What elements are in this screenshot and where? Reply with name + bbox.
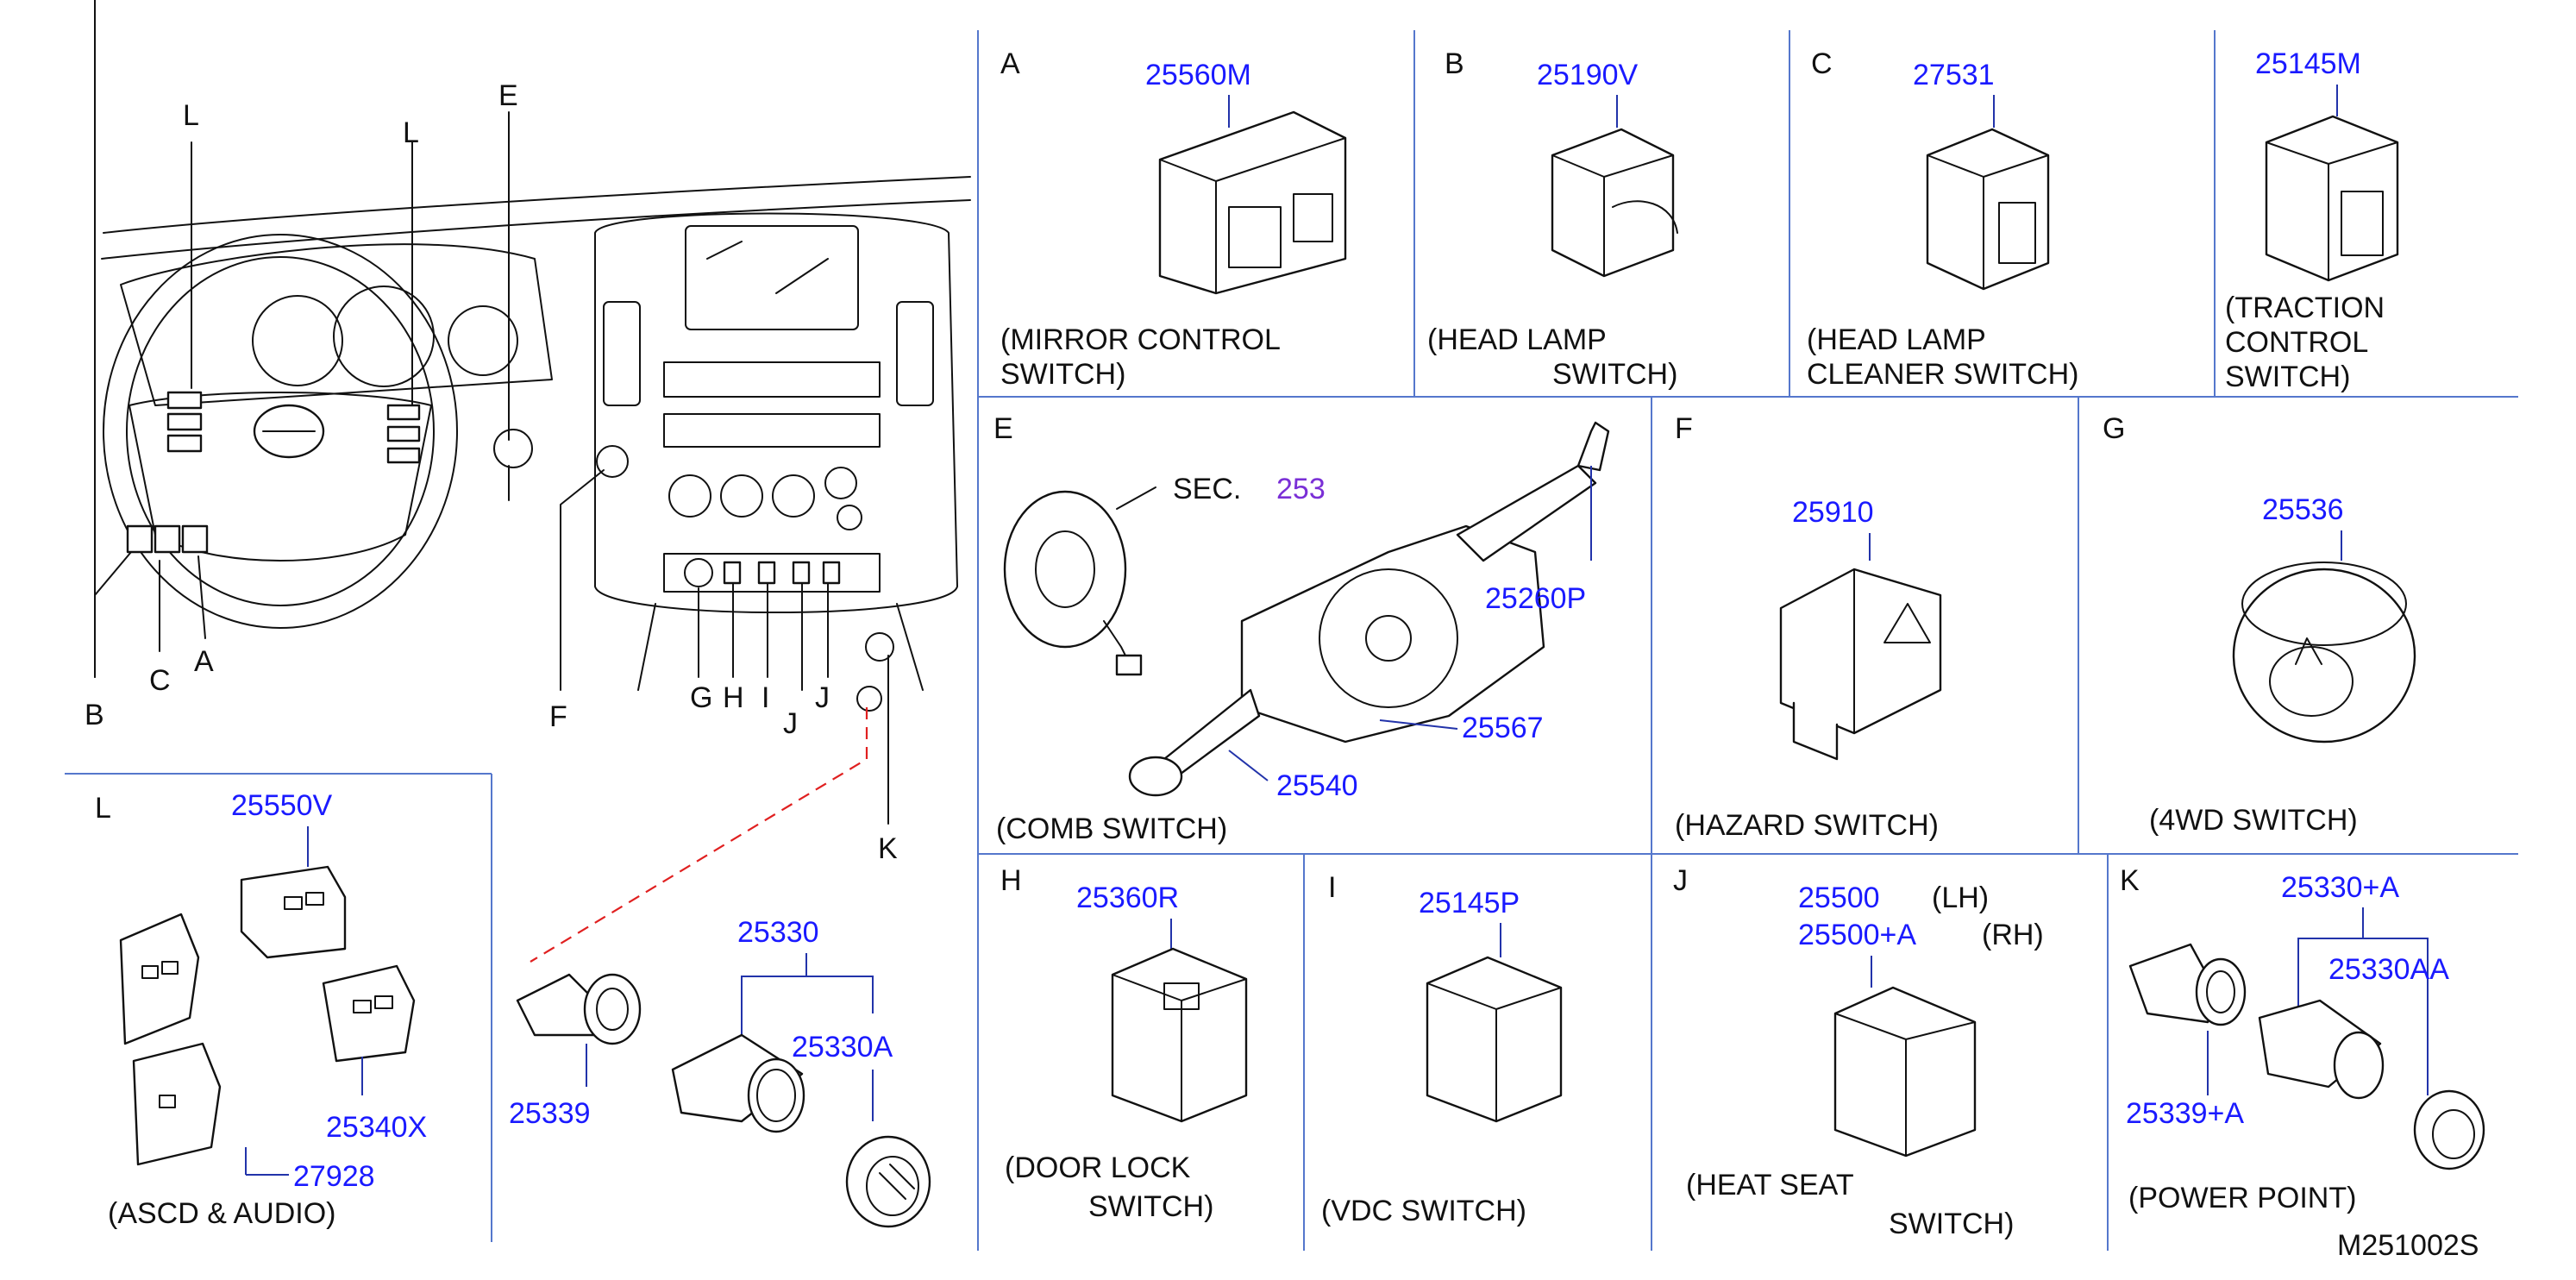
panel-l-ascd-audio: L 25550V 25340X 27928 (ASCD & AUDIO) xyxy=(95,789,427,1230)
caption-i: (VDC SWITCH) xyxy=(1321,1195,1526,1227)
part-25145p: 25145P xyxy=(1419,887,1520,919)
part-25339-a: 25339+A xyxy=(2126,1097,2244,1130)
caption-j-line2: SWITCH) xyxy=(1889,1208,2014,1240)
part-27531: 27531 xyxy=(1913,59,1995,91)
callout-f: F xyxy=(549,700,567,733)
part-25340x: 25340X xyxy=(326,1111,427,1144)
panel-letter-c: C xyxy=(1811,47,1833,80)
callout-h: H xyxy=(723,681,744,714)
callout-e: E xyxy=(498,79,518,112)
caption-b-line2: SWITCH) xyxy=(1552,358,1677,391)
caption-a-line1: (MIRROR CONTROL xyxy=(1000,323,1281,356)
callout-l-right: L xyxy=(403,116,419,149)
callout-g: G xyxy=(690,681,712,714)
part-25536: 25536 xyxy=(2262,493,2344,526)
part-25500a: 25500+A xyxy=(1798,919,1916,951)
caption-c-line2: CLEANER SWITCH) xyxy=(1807,358,2078,391)
panel-j-heat-seat: J 25500 (LH) 25500+A (RH) (HEAT SEAT SWI… xyxy=(1673,864,2044,1240)
caption-e: (COMB SWITCH) xyxy=(996,813,1227,845)
panel-b-head-lamp: B 25190V (HEAD LAMP SWITCH) xyxy=(1427,47,1678,391)
callout-a: A xyxy=(194,645,214,678)
panel-letter-a: A xyxy=(1000,47,1020,80)
part-25360r: 25360R xyxy=(1076,882,1179,914)
part-25330a: 25330A xyxy=(792,1031,893,1064)
callout-j-left: J xyxy=(783,707,798,740)
part-25567: 25567 xyxy=(1462,712,1544,744)
part-25540: 25540 xyxy=(1276,769,1358,802)
part-25330-a: 25330+A xyxy=(2281,871,2399,904)
part-25560m: 25560M xyxy=(1145,59,1251,91)
part-25339: 25339 xyxy=(509,1097,591,1130)
part-25190v: 25190V xyxy=(1537,59,1639,91)
panel-traction-control: 25145M (TRACTION CONTROL SWITCH) xyxy=(2225,47,2399,393)
panel-letter-h: H xyxy=(1000,864,1022,897)
side-rh: (RH) xyxy=(1982,919,2044,951)
caption-b-line1: (HEAD LAMP xyxy=(1427,323,1607,356)
caption-a-line2: SWITCH) xyxy=(1000,358,1125,391)
sec-label: SEC. xyxy=(1173,473,1241,505)
caption-h-line1: (DOOR LOCK xyxy=(1005,1151,1191,1184)
part-25500: 25500 xyxy=(1798,882,1880,914)
caption-l: (ASCD & AUDIO) xyxy=(108,1197,335,1230)
callout-b: B xyxy=(85,699,104,731)
part-25330: 25330 xyxy=(737,916,819,949)
part-25260p: 25260P xyxy=(1485,582,1586,615)
callout-c: C xyxy=(149,664,171,697)
panel-h-door-lock: H 25360R (DOOR LOCK SWITCH) xyxy=(1000,864,1248,1223)
callout-k: K xyxy=(878,832,898,865)
part-25910: 25910 xyxy=(1792,496,1874,529)
panel-letter-k: K xyxy=(2120,864,2140,897)
caption-f: (HAZARD SWITCH) xyxy=(1675,809,1939,842)
panel-c-head-lamp-cleaner: C 27531 (HEAD LAMP CLEANER SWITCH) xyxy=(1807,47,2078,391)
sec-number: 253 xyxy=(1276,473,1326,505)
caption-g: (4WD SWITCH) xyxy=(2149,804,2358,837)
callout-j-right: J xyxy=(815,681,830,714)
caption-h-line2: SWITCH) xyxy=(1088,1190,1213,1223)
panel-k-power-point: K 25330+A 25330AA 25339+A (POWER POINT) xyxy=(2120,864,2485,1214)
panel-letter-g: G xyxy=(2103,412,2125,445)
diagram-code: M251002S xyxy=(2337,1229,2479,1262)
panel-letter-l: L xyxy=(95,792,111,825)
panel-letter-e: E xyxy=(993,412,1013,445)
panel-e-comb-switch: E SEC. 253 25260P 25567 25540 (COMB SWIT… xyxy=(993,412,1610,845)
panel-letter-i: I xyxy=(1328,871,1336,904)
part-25145m: 25145M xyxy=(2255,47,2361,80)
caption-d-line1: (TRACTION xyxy=(2225,292,2385,324)
part-25330aa: 25330AA xyxy=(2328,953,2449,986)
part-25550v: 25550V xyxy=(231,789,333,822)
panel-letter-f: F xyxy=(1675,412,1693,445)
caption-c-line1: (HEAD LAMP xyxy=(1807,323,1986,356)
dashboard-overview: L L E B C A F G H I J J K xyxy=(85,0,971,963)
callout-i: I xyxy=(762,681,769,714)
panel-grid xyxy=(65,30,2518,1251)
caption-j-line1: (HEAT SEAT xyxy=(1686,1169,1854,1202)
panel-a-mirror-control: A 25560M (MIRROR CONTROL SWITCH) xyxy=(1000,47,1347,391)
caption-d-line2: CONTROL xyxy=(2225,326,2368,359)
part-27928: 27928 xyxy=(293,1160,375,1193)
panel-letter-b: B xyxy=(1445,47,1464,80)
side-lh: (LH) xyxy=(1932,882,1989,914)
panel-lighter: 25330 25330A 25339 xyxy=(509,916,931,1228)
caption-d-line3: SWITCH) xyxy=(2225,361,2350,393)
panel-g-4wd: G 25536 (4WD SWITCH) xyxy=(2103,412,2416,837)
panel-letter-j: J xyxy=(1673,864,1688,897)
callout-l-left: L xyxy=(183,99,199,132)
panel-f-hazard: F 25910 (HAZARD SWITCH) xyxy=(1675,412,1942,842)
panel-i-vdc: I 25145P (VDC SWITCH) xyxy=(1321,871,1563,1227)
caption-k: (POWER POINT) xyxy=(2128,1182,2356,1214)
